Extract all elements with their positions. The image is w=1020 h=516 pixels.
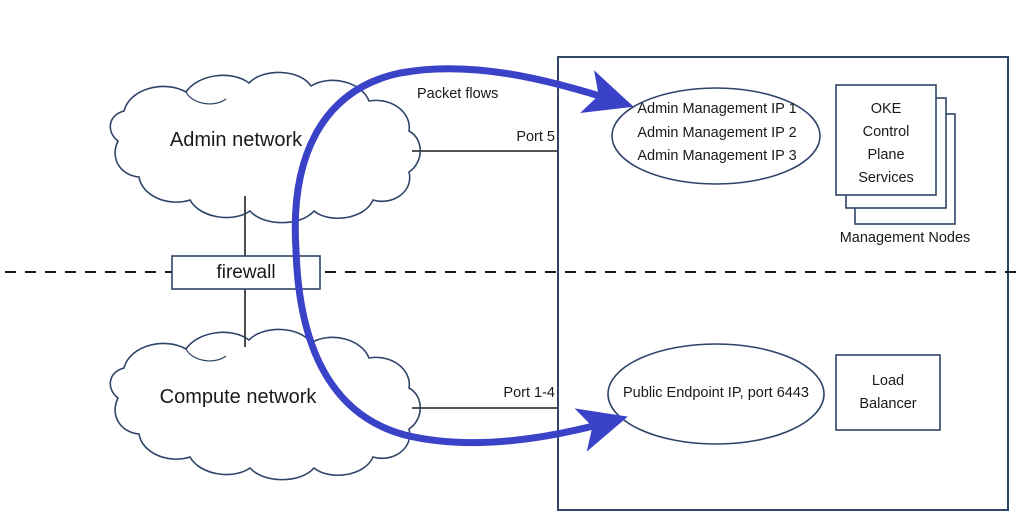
admin-management-ip-ellipse [611,87,821,185]
admin-network-cloud [109,71,422,224]
port-5-label: Port 5 [516,129,555,145]
admin-management-ip-3: Admin Management IP 3 [637,148,797,164]
load-balancer-line-2: Balancer [859,396,917,412]
firewall-label: firewall [216,262,276,283]
admin-management-ip-1: Admin Management IP 1 [637,101,797,117]
load-balancer-line-1: Load [871,373,905,389]
public-endpoint-ip-label: Public Endpoint IP, port 6443 [623,385,809,401]
datacenter-boundary [557,56,1009,511]
load-balancer-box [835,354,941,431]
port-1-4-label: Port 1-4 [503,385,555,401]
management-nodes-caption: Management Nodes [839,230,971,246]
control-plane-line-3: Plane [867,147,905,163]
compute-cloud-inner-detail [185,348,227,362]
compute-network-cloud [109,328,422,481]
management-node-box-1 [835,84,937,196]
control-plane-line-2: Control [862,124,910,140]
admin-management-ip-2: Admin Management IP 2 [637,125,797,141]
control-plane-line-4: Services [858,170,914,186]
control-plane-line-1: OKE [870,101,902,117]
admin-cloud-inner-detail [185,91,227,105]
compute-network-label: Compute network [159,386,317,408]
packet-flows-label: Packet flows [417,86,499,102]
admin-network-label: Admin network [169,129,303,151]
packet-flow-arrow-lower [292,246,628,452]
packet-flow-arrow-upper [291,65,634,254]
public-endpoint-ip-ellipse [607,343,825,445]
